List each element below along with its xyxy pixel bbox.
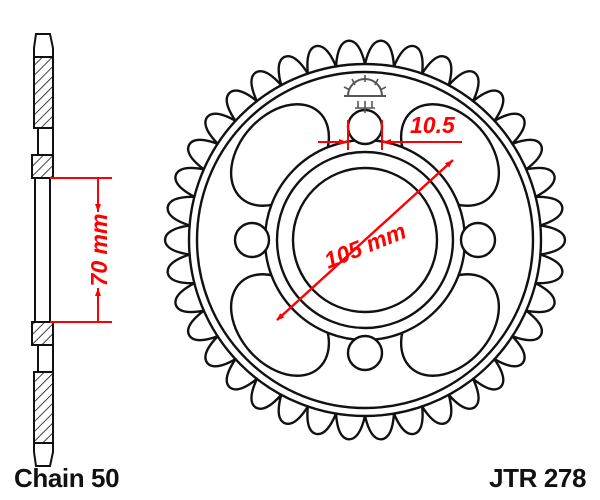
dimension-label-bolt-hole: 10.5	[410, 112, 456, 138]
dimension-bolt-hole: 10.5	[318, 112, 462, 150]
side-rim-lower	[33, 371, 54, 444]
bolt-hole-bottom	[346, 334, 384, 372]
side-tooth-tip-bottom	[33, 442, 54, 467]
side-rim-upper	[33, 56, 54, 129]
chain-label: Chain 50	[14, 463, 119, 493]
bolt-hole-left	[233, 221, 271, 259]
part-number-label: JTR 278	[489, 463, 586, 493]
side-web-gap-upper	[37, 127, 54, 156]
bolt-circle-dimension-line	[276, 159, 454, 321]
jt-sunburst-logo	[343, 75, 387, 113]
side-web-gap-lower	[37, 344, 54, 373]
side-hub-step-upper	[31, 154, 54, 179]
side-hub-step-lower	[31, 321, 54, 346]
dimension-label-centre-bore: 70 mm	[86, 214, 112, 287]
rim-inner-circle-outer	[187, 62, 543, 418]
bolt-hole-top	[346, 108, 384, 146]
side-centre-plate	[34, 177, 51, 323]
side-tooth-tip-top	[33, 33, 54, 58]
bolt-hole-right	[459, 221, 497, 259]
dimension-centre-bore: 70 mm	[50, 177, 112, 323]
side-section-view	[31, 33, 54, 467]
rim-inner-circle-inner	[195, 70, 535, 410]
